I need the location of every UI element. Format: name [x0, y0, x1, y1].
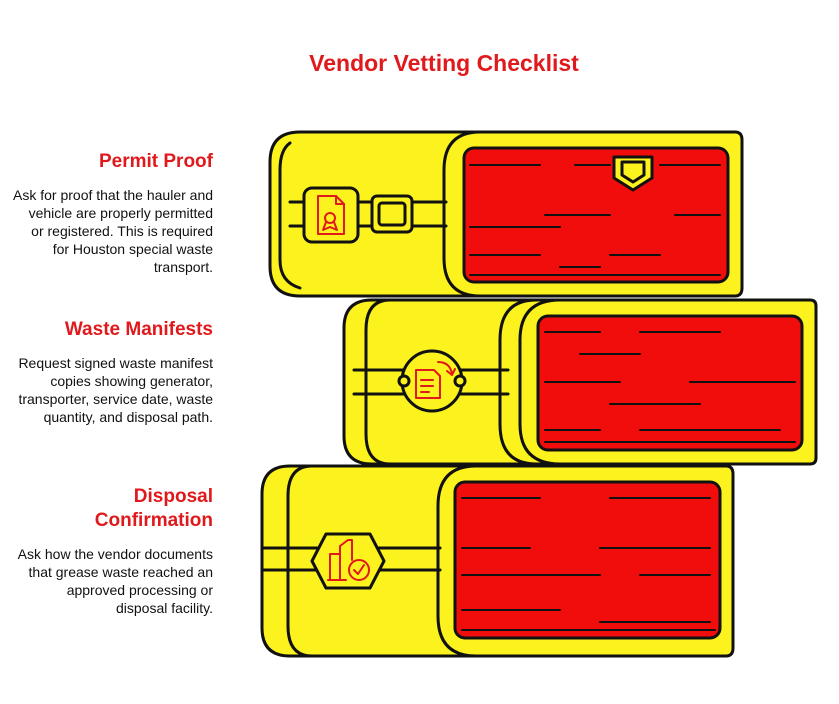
step-waste-manifests: Waste Manifests Request signed waste man… — [13, 318, 213, 426]
book-disposal-confirmation — [260, 464, 735, 658]
step-description: Request signed waste manifest copies sho… — [18, 355, 213, 425]
step-heading: Waste Manifests — [64, 319, 213, 340]
step-disposal-confirmation: Disposal Confirmation Ask how the vendor… — [13, 485, 213, 617]
step-heading: Permit Proof — [98, 151, 213, 172]
step-description: Ask for proof that the hauler and vehicl… — [13, 187, 214, 275]
facility-check-icon — [327, 539, 370, 581]
page-title: Vendor Vetting Checklist — [309, 50, 579, 76]
certificate-icon — [317, 195, 345, 235]
document-refresh-icon — [415, 361, 456, 399]
book-waste-manifests — [342, 298, 818, 466]
step-heading: Disposal Confirmation — [94, 486, 213, 531]
book-permit-proof — [268, 130, 744, 298]
step-permit-proof: Permit Proof Ask for proof that the haul… — [13, 150, 213, 276]
step-description: Ask how the vendor documents that grease… — [17, 546, 213, 616]
